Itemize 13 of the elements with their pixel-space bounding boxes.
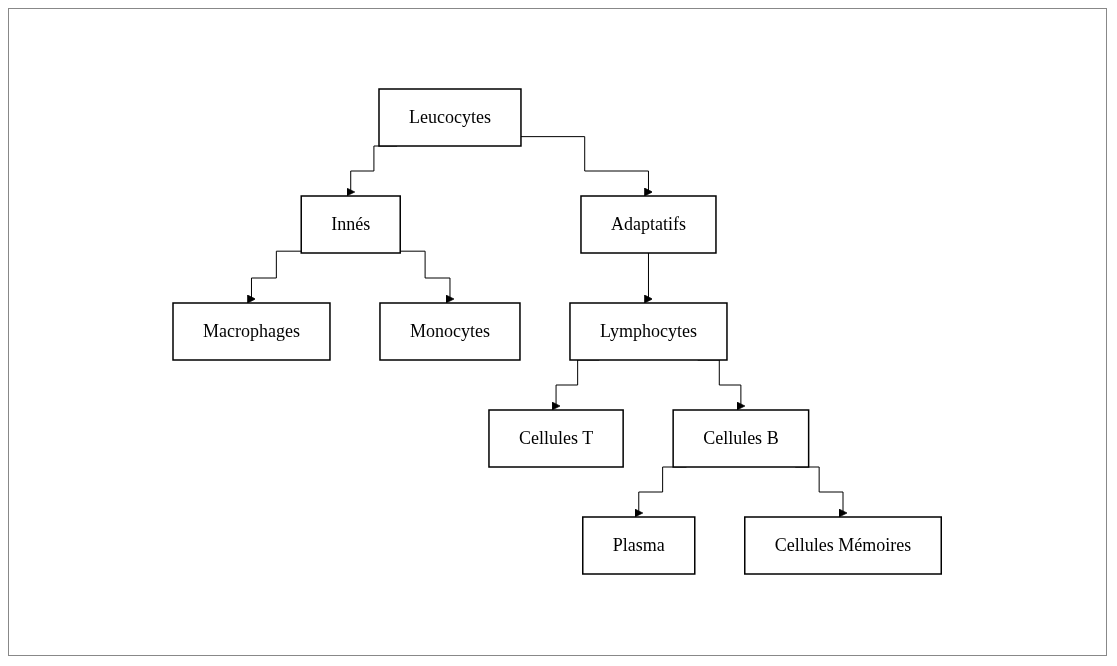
arrow — [644, 253, 654, 304]
node-box — [378, 88, 523, 148]
frame-border: Leucocytes Innés Adaptatifs Macrophages Monocytes Lymphocytes Cellules T Cellules B Plasma Cellules Mémoires — [8, 8, 1107, 656]
node-box — [569, 302, 729, 362]
node-box — [172, 302, 332, 362]
node-box — [300, 195, 402, 255]
node-box — [379, 302, 522, 362]
node-box — [744, 516, 943, 576]
node-box — [488, 409, 625, 469]
arrow — [400, 251, 455, 304]
node-box — [672, 409, 810, 469]
node-box — [580, 195, 718, 255]
node-box — [582, 516, 696, 576]
